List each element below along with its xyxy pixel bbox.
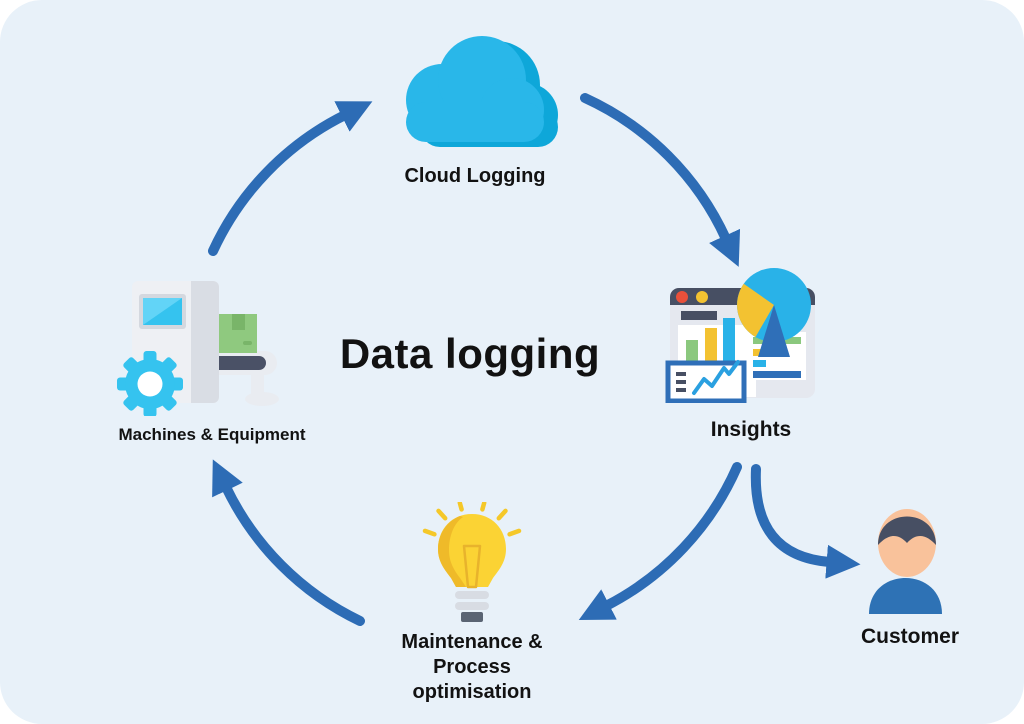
node-maintenance: Maintenance & Process optimisation	[382, 502, 562, 705]
cloud-logging-label: Cloud Logging	[404, 165, 546, 187]
arrow-insights-to-customer	[750, 464, 861, 579]
arrow-insights-to-maintenance	[578, 462, 742, 620]
node-machines-equipment: Machines & Equipment	[110, 266, 314, 445]
insights-label: Insights	[710, 418, 792, 441]
lightbulb-icon	[422, 502, 522, 622]
analytics-dashboard-icon	[665, 268, 815, 403]
machines-equipment-label: Machines & Equipment	[118, 425, 306, 444]
maintenance-label-line2: Process optimisation	[412, 656, 532, 703]
node-customer: Customer	[845, 503, 975, 650]
window-dot-yellow	[695, 291, 708, 303]
cloud-icon	[406, 36, 558, 147]
maintenance-label: Maintenance & Process optimisation	[382, 630, 562, 705]
person-icon	[869, 509, 942, 614]
node-insights: Insights	[640, 253, 840, 443]
maintenance-label-line1: Maintenance &	[401, 631, 543, 653]
arrow-cloud-to-insights	[580, 93, 741, 267]
node-cloud-logging: Cloud Logging	[385, 28, 565, 189]
window-dot-red	[675, 291, 688, 303]
diagram-title: Data logging	[339, 330, 601, 377]
arrow-maintenance-to-machines	[212, 459, 365, 626]
arrow-machines-to-cloud	[208, 101, 373, 256]
factory-machine-icon	[117, 281, 279, 416]
customer-label: Customer	[860, 625, 960, 648]
